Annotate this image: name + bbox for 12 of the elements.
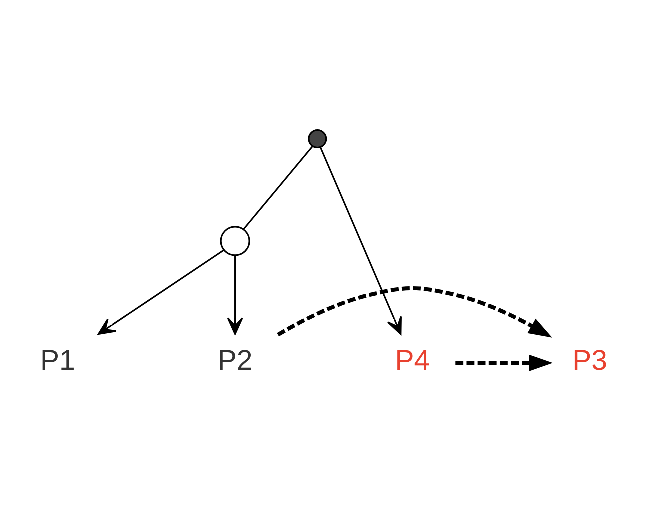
arrow (456, 354, 553, 372)
node-text: P3 (572, 345, 608, 378)
arrow (277, 286, 552, 338)
node-text: P1 (40, 345, 76, 378)
connector (243, 146, 314, 230)
node-text: P2 (218, 345, 253, 378)
arrow (227, 256, 244, 335)
node-text: P4 (395, 345, 430, 378)
node-circle (220, 226, 250, 256)
arrow (320, 147, 402, 335)
node-circle (308, 130, 328, 149)
arrow (98, 250, 225, 336)
